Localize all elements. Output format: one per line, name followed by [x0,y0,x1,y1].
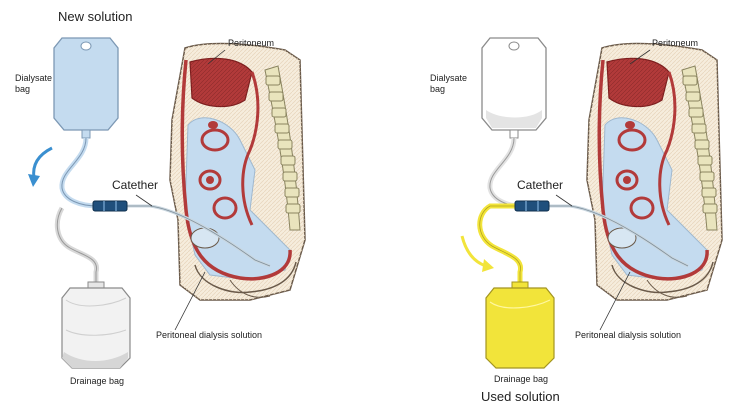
left-drainage-bag-label: Drainage bag [70,376,124,387]
right-dialysate-bag [482,38,546,138]
right-dialysate-bag-label: Dialysate bag [430,73,467,95]
left-title: New solution [58,9,132,24]
right-peritoneum-label: Peritoneum [652,38,698,49]
left-solution-label: Peritoneal dialysis solution [156,330,262,341]
right-body-anatomy [587,44,722,300]
left-drainage-bag [62,282,130,368]
right-title: Used solution [481,389,560,404]
right-catheter-cuff [515,201,549,211]
right-drainage-bag [486,282,554,368]
left-body-anatomy [170,44,305,300]
left-peritoneum-label: Peritoneum [228,38,274,49]
left-panel [28,38,305,368]
left-catheter-cuff [93,201,127,211]
left-dialysate-bag-label: Dialysate bag [15,73,52,95]
left-dialysate-bag [54,38,118,138]
left-flow-arrow-icon [34,148,52,178]
right-catheter-label: Catether [517,178,563,192]
left-catheter-label: Catether [112,178,158,192]
right-panel [462,38,722,368]
right-drainage-bag-label: Drainage bag [494,374,548,385]
right-solution-label: Peritoneal dialysis solution [575,330,681,341]
